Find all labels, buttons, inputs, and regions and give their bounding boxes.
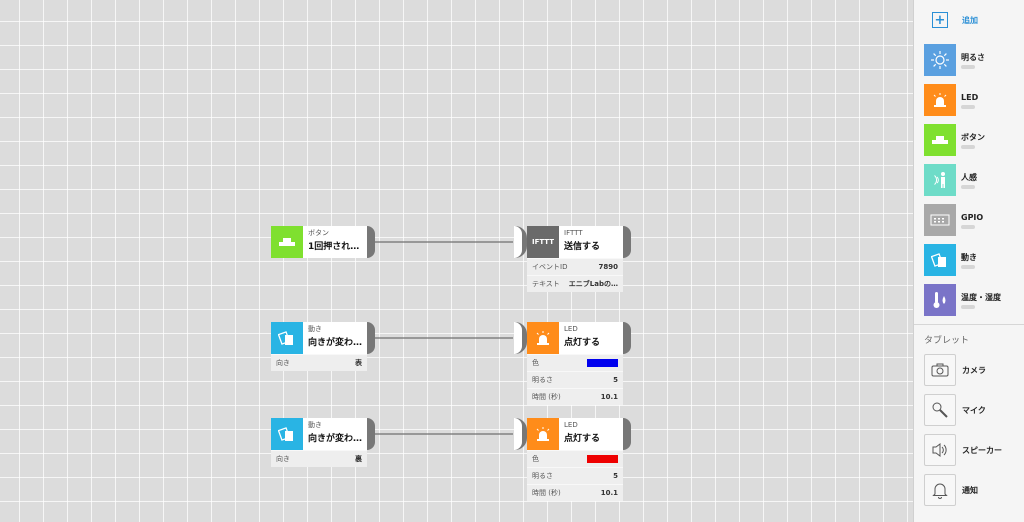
flow-canvas[interactable]: ボタン 1回押されたら IFTTT IFTTT 送信する イベントID 7890 [0,0,913,522]
input-port[interactable] [514,418,527,450]
prop-row-event-id[interactable]: イベントID 7890 [527,258,623,275]
prop-row-orientation[interactable]: 向き 表 [271,354,367,371]
node-motion-trigger-2[interactable]: 動き 向きが変わ… 向き 裏 [271,418,375,467]
node-action-label: 点灯する [564,434,601,444]
prop-row-text[interactable]: テキスト エニブLabの… [527,275,623,292]
tablet-section-title: タブレット [924,336,970,346]
button-icon [271,226,303,258]
node-type-label: LED [564,421,578,429]
node-action-label: 送信する [564,242,601,252]
node-action-label: 1回押されたら [308,242,367,252]
prop-row-duration[interactable]: 時間 (秒) 10.1 [527,388,623,405]
node-ifttt-send[interactable]: IFTTT IFTTT 送信する イベントID 7890 テキスト エニブLab… [514,226,631,292]
node-type-label: IFTTT [564,229,583,237]
tablet-item-notification[interactable]: 通知 [914,470,1024,510]
block-palette-sidebar: + 追加 明るさ LED ボタン 人感 GPIO 動き [913,0,1024,522]
output-port[interactable] [623,226,631,258]
motion-icon [924,244,956,276]
prop-row-color[interactable]: 色 [527,450,623,467]
input-port[interactable] [514,322,527,354]
microphone-icon [924,394,956,426]
plus-icon: + [932,12,948,28]
node-type-label: 動き [308,421,322,429]
camera-icon [924,354,956,386]
output-port[interactable] [367,226,375,258]
tablet-item-speaker[interactable]: スピーカー [914,430,1024,470]
prop-row-color[interactable]: 色 [527,354,623,371]
node-led-action-2[interactable]: LED 点灯する 色 明るさ 5 時間 (秒) 10.1 [514,418,631,501]
led-icon [527,322,559,354]
tablet-item-microphone[interactable]: マイク [914,390,1024,430]
palette-item-human-sensor[interactable]: 人感 [914,160,1024,200]
add-label: 追加 [962,15,978,25]
node-type-label: ボタン [308,229,329,237]
palette-item-led[interactable]: LED [914,80,1024,120]
palette-item-button[interactable]: ボタン [914,120,1024,160]
prop-row-duration[interactable]: 時間 (秒) 10.1 [527,484,623,501]
color-swatch[interactable] [587,359,618,367]
output-port[interactable] [623,418,631,450]
led-icon [924,84,956,116]
node-action-label: 向きが変わ… [308,434,363,444]
led-icon [527,418,559,450]
prop-row-brightness[interactable]: 明るさ 5 [527,371,623,388]
node-led-action-1[interactable]: LED 点灯する 色 明るさ 5 時間 (秒) 10.1 [514,322,631,405]
color-swatch[interactable] [587,455,618,463]
ifttt-icon: IFTTT [527,226,559,258]
node-action-label: 点灯する [564,338,601,348]
tablet-item-camera[interactable]: カメラ [914,350,1024,390]
motion-icon [271,322,303,354]
node-action-label: 向きが変わ… [308,338,363,348]
palette-item-brightness[interactable]: 明るさ [914,40,1024,80]
prop-row-brightness[interactable]: 明るさ 5 [527,467,623,484]
node-type-label: LED [564,325,578,333]
bell-icon [924,474,956,506]
output-port[interactable] [623,322,631,354]
human-sensor-icon [924,164,956,196]
output-port[interactable] [367,418,375,450]
palette-item-motion[interactable]: 動き [914,240,1024,280]
input-port[interactable] [514,226,527,258]
connection-wires [375,241,513,435]
node-type-label: 動き [308,325,322,333]
speaker-icon [924,434,956,466]
palette-item-gpio[interactable]: GPIO [914,200,1024,240]
node-motion-trigger-1[interactable]: 動き 向きが変わ… 向き 表 [271,322,375,371]
output-port[interactable] [367,322,375,354]
gpio-icon [924,204,956,236]
thermometer-icon [924,284,956,316]
motion-icon [271,418,303,450]
node-button-trigger[interactable]: ボタン 1回押されたら [271,226,375,258]
sun-icon [924,44,956,76]
prop-row-orientation[interactable]: 向き 裏 [271,450,367,467]
add-block-button[interactable]: + 追加 [914,0,1024,40]
palette-item-temp-humidity[interactable]: 温度・湿度 [914,280,1024,320]
button-icon [924,124,956,156]
